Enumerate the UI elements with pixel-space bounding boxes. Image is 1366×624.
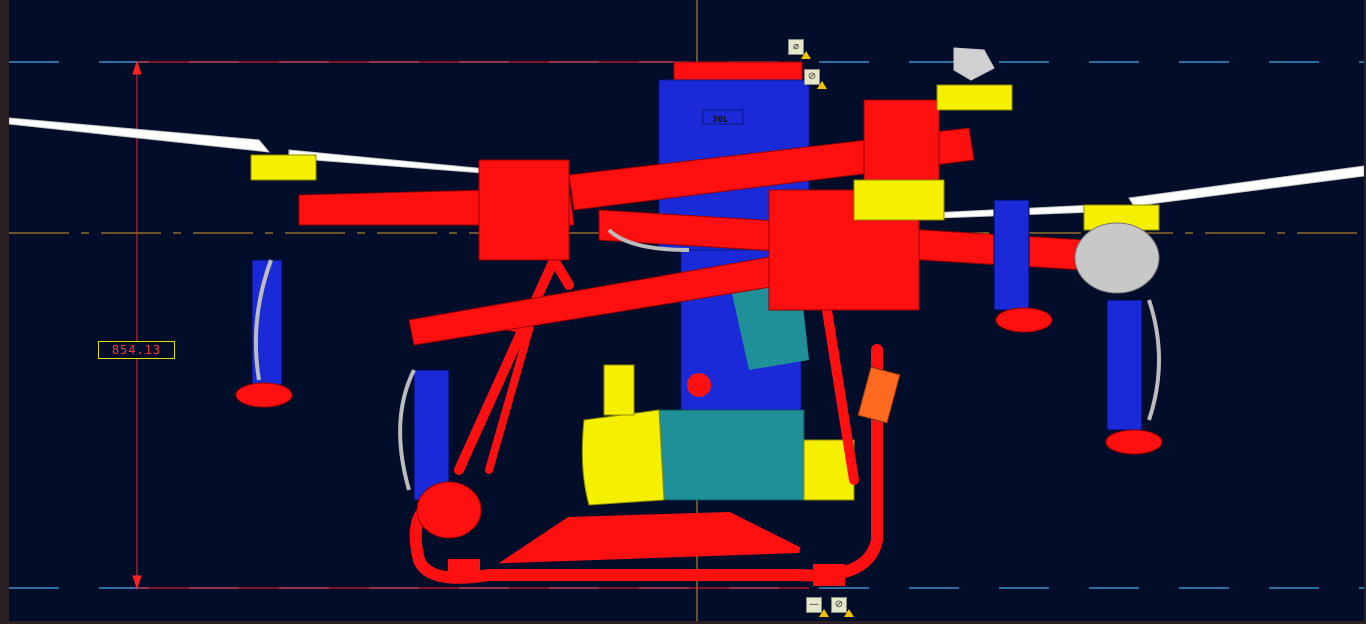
height-dimension-value[interactable]: 854.13 — [98, 341, 175, 359]
nozzle-right-inner — [993, 199, 1030, 311]
tank-capacity-label: 30L — [712, 115, 729, 125]
propeller-top-folded — [953, 47, 995, 81]
spray-nozzles — [235, 199, 1163, 539]
constraint-gizmo-top-1[interactable]: ⌀ — [788, 39, 811, 59]
pump-assembly — [581, 364, 855, 506]
constraint-gizmo-top-2[interactable]: ⊘ — [804, 69, 827, 89]
motor-rear-left — [853, 179, 945, 221]
landing-frame — [409, 255, 883, 586]
propeller-right-b — [1128, 165, 1364, 207]
frame-arms — [298, 99, 1085, 346]
nozzle-right-outer — [1106, 299, 1143, 431]
drone-model-drawing[interactable] — [9, 0, 1364, 621]
constraint-gizmo-bottom-1[interactable]: — — [806, 597, 829, 617]
constraint-gizmo-bottom-2[interactable]: ⊘ — [831, 597, 854, 617]
cad-viewport[interactable]: 854.13 30L ⌀ ⊘ — ⊘ — [9, 0, 1364, 621]
hoses — [253, 228, 1161, 491]
motor-rear-right — [936, 84, 1013, 111]
motor-front-left — [250, 154, 317, 181]
motor-housing-grey — [1074, 222, 1160, 294]
nozzle-left-inner — [413, 369, 450, 501]
motor-pods — [250, 84, 1160, 294]
propeller-left-a — [9, 117, 271, 153]
